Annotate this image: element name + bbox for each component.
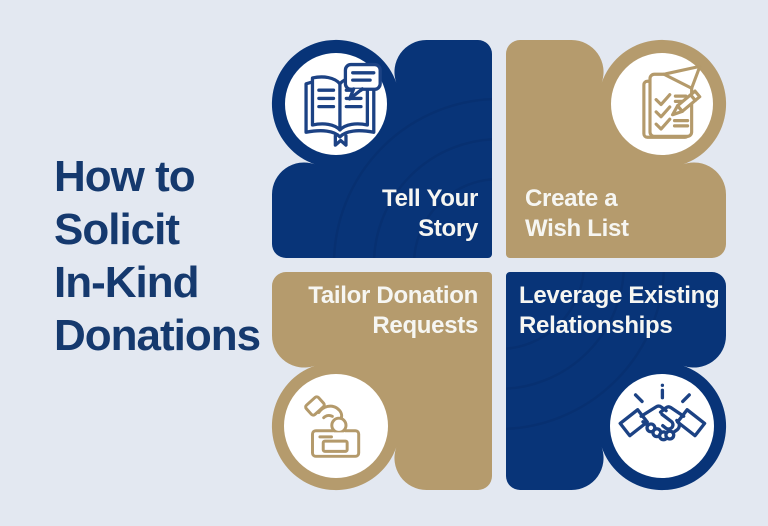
quadrant-label-create-a-wish-list: Create a Wish List [525, 184, 629, 244]
quadrant-label-tailor-donation-requests: Tailor Donation Requests [308, 281, 478, 341]
title-line: Solicit [54, 205, 180, 254]
title-line: In-Kind [54, 258, 200, 307]
box-label [321, 439, 349, 453]
label-line: Story [418, 215, 478, 242]
label-line: Leverage Existing [519, 282, 720, 309]
quadrant-label-tell-your-story: Tell Your Story [382, 184, 478, 244]
label-line: Tailor Donation [308, 282, 478, 309]
label-line: Requests [372, 312, 478, 339]
label-line: Create a [525, 185, 618, 212]
label-line: Wish List [525, 215, 629, 242]
title-line: Donations [54, 311, 261, 360]
hand-donation-box-icon [304, 395, 361, 458]
pencil-icon [671, 89, 702, 117]
spark-lines [633, 388, 691, 404]
title-line: How to [54, 152, 196, 201]
label-line: Tell Your [382, 185, 478, 212]
open-book-speech-bubble-icon [304, 62, 382, 147]
handshake-icon [618, 383, 707, 442]
label-line: Relationships [519, 312, 673, 339]
checklist-pencil-icon [642, 64, 702, 139]
quadrant-label-leverage-existing-relationships: Leverage Existing Relationships [519, 281, 720, 341]
speech-bubble-icon [343, 62, 382, 101]
donation-box [311, 429, 361, 458]
page-title: How to Solicit In-Kind Donations [54, 150, 261, 362]
